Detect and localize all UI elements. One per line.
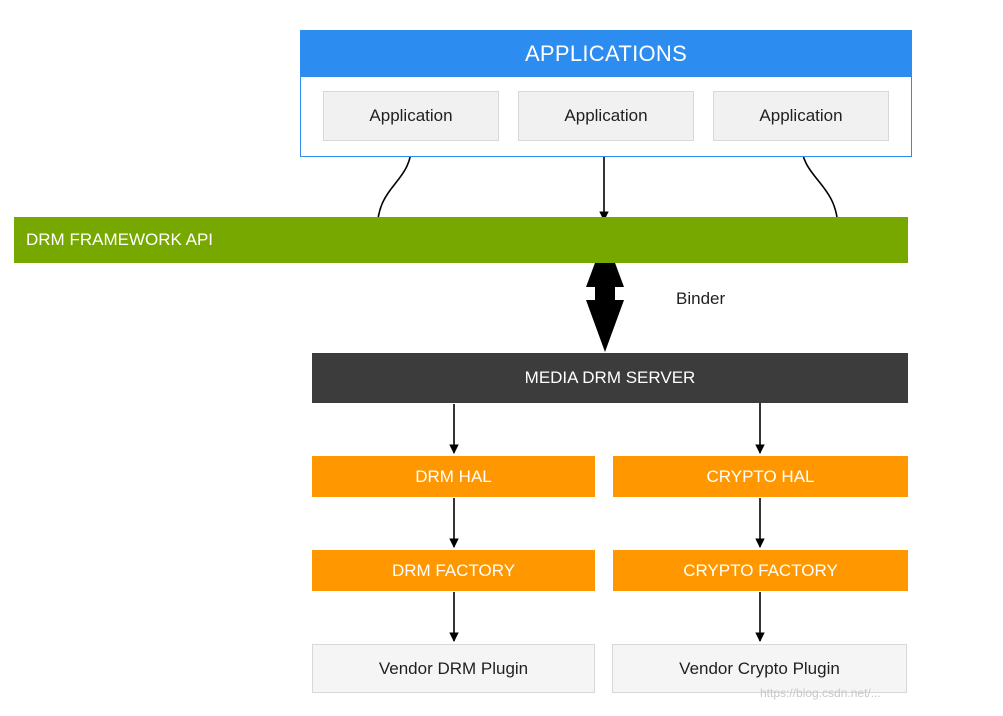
drm-hal-box: DRM HAL — [312, 456, 595, 497]
drm-factory-box: DRM FACTORY — [312, 550, 595, 591]
media-drm-server-bar: MEDIA DRM SERVER — [312, 353, 908, 403]
applications-header: APPLICATIONS — [301, 31, 911, 77]
binder-double-arrow — [586, 236, 624, 352]
applications-panel: APPLICATIONS Application Application App… — [300, 30, 912, 157]
crypto-hal-box: CRYPTO HAL — [613, 456, 908, 497]
vendor-crypto-plugin-box: Vendor Crypto Plugin — [612, 644, 907, 693]
crypto-factory-box: CRYPTO FACTORY — [613, 550, 908, 591]
binder-label: Binder — [676, 289, 726, 308]
application-box-1: Application — [323, 91, 499, 141]
application-box-2: Application — [518, 91, 694, 141]
watermark-text: https://blog.csdn.net/... — [760, 686, 881, 700]
drm-framework-api-label: DRM FRAMEWORK API — [26, 230, 214, 249]
application-box-3: Application — [713, 91, 889, 141]
drm-framework-api-bar: DRM FRAMEWORK API — [14, 217, 908, 263]
vendor-drm-plugin-box: Vendor DRM Plugin — [312, 644, 595, 693]
